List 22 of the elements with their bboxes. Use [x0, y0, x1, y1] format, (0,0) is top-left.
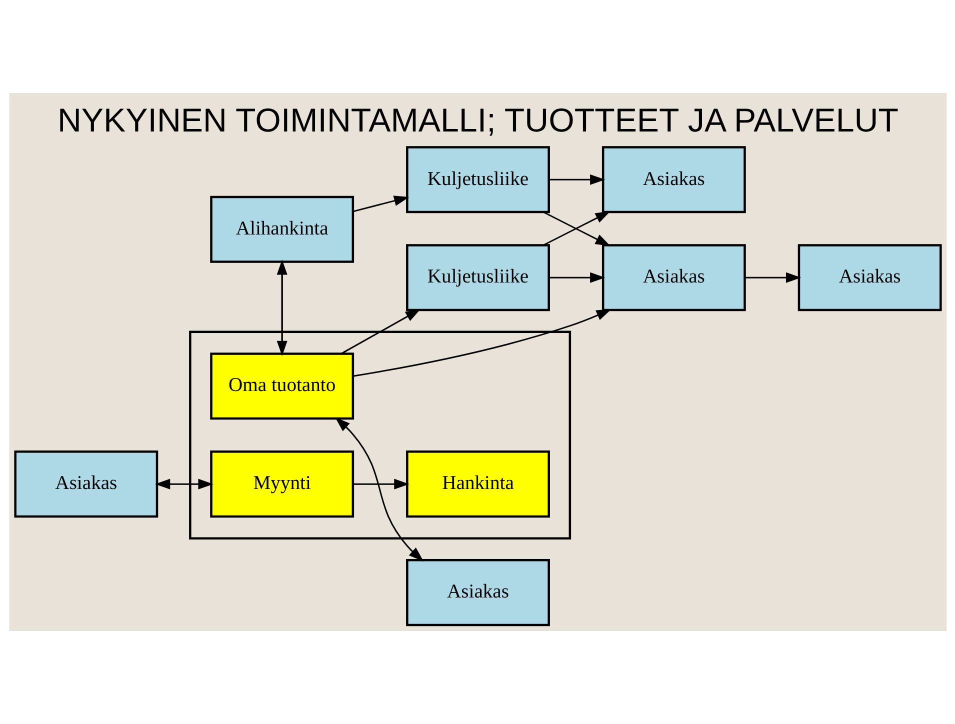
node-box: Kuljetusliike [406, 146, 550, 214]
node-box: Kuljetusliike [406, 244, 550, 312]
arrow [548, 272, 605, 283]
arrow [352, 478, 409, 490]
cluster [188, 330, 571, 540]
arrow [352, 309, 611, 377]
node-box: Hankinta [406, 450, 550, 518]
arrow [340, 309, 420, 354]
node-box: Myynti [210, 450, 354, 518]
diagram-title: NYKYINEN TOIMINTAMALLI; TUOTTEET JA PALVELUT [57, 102, 898, 140]
node-box: Alihankinta [210, 196, 354, 263]
node-box: Asiakas [797, 244, 942, 312]
node-box: Asiakas [14, 450, 158, 518]
arrow [334, 417, 424, 562]
arrow [548, 174, 605, 185]
node-box: Oma tuotanto [210, 352, 354, 420]
node-box: Asiakas [406, 559, 550, 626]
arrow [154, 478, 213, 490]
node-box: Asiakas [601, 244, 746, 312]
arrow [744, 272, 801, 283]
node-box: Asiakas [601, 146, 746, 214]
arrow [352, 196, 409, 212]
